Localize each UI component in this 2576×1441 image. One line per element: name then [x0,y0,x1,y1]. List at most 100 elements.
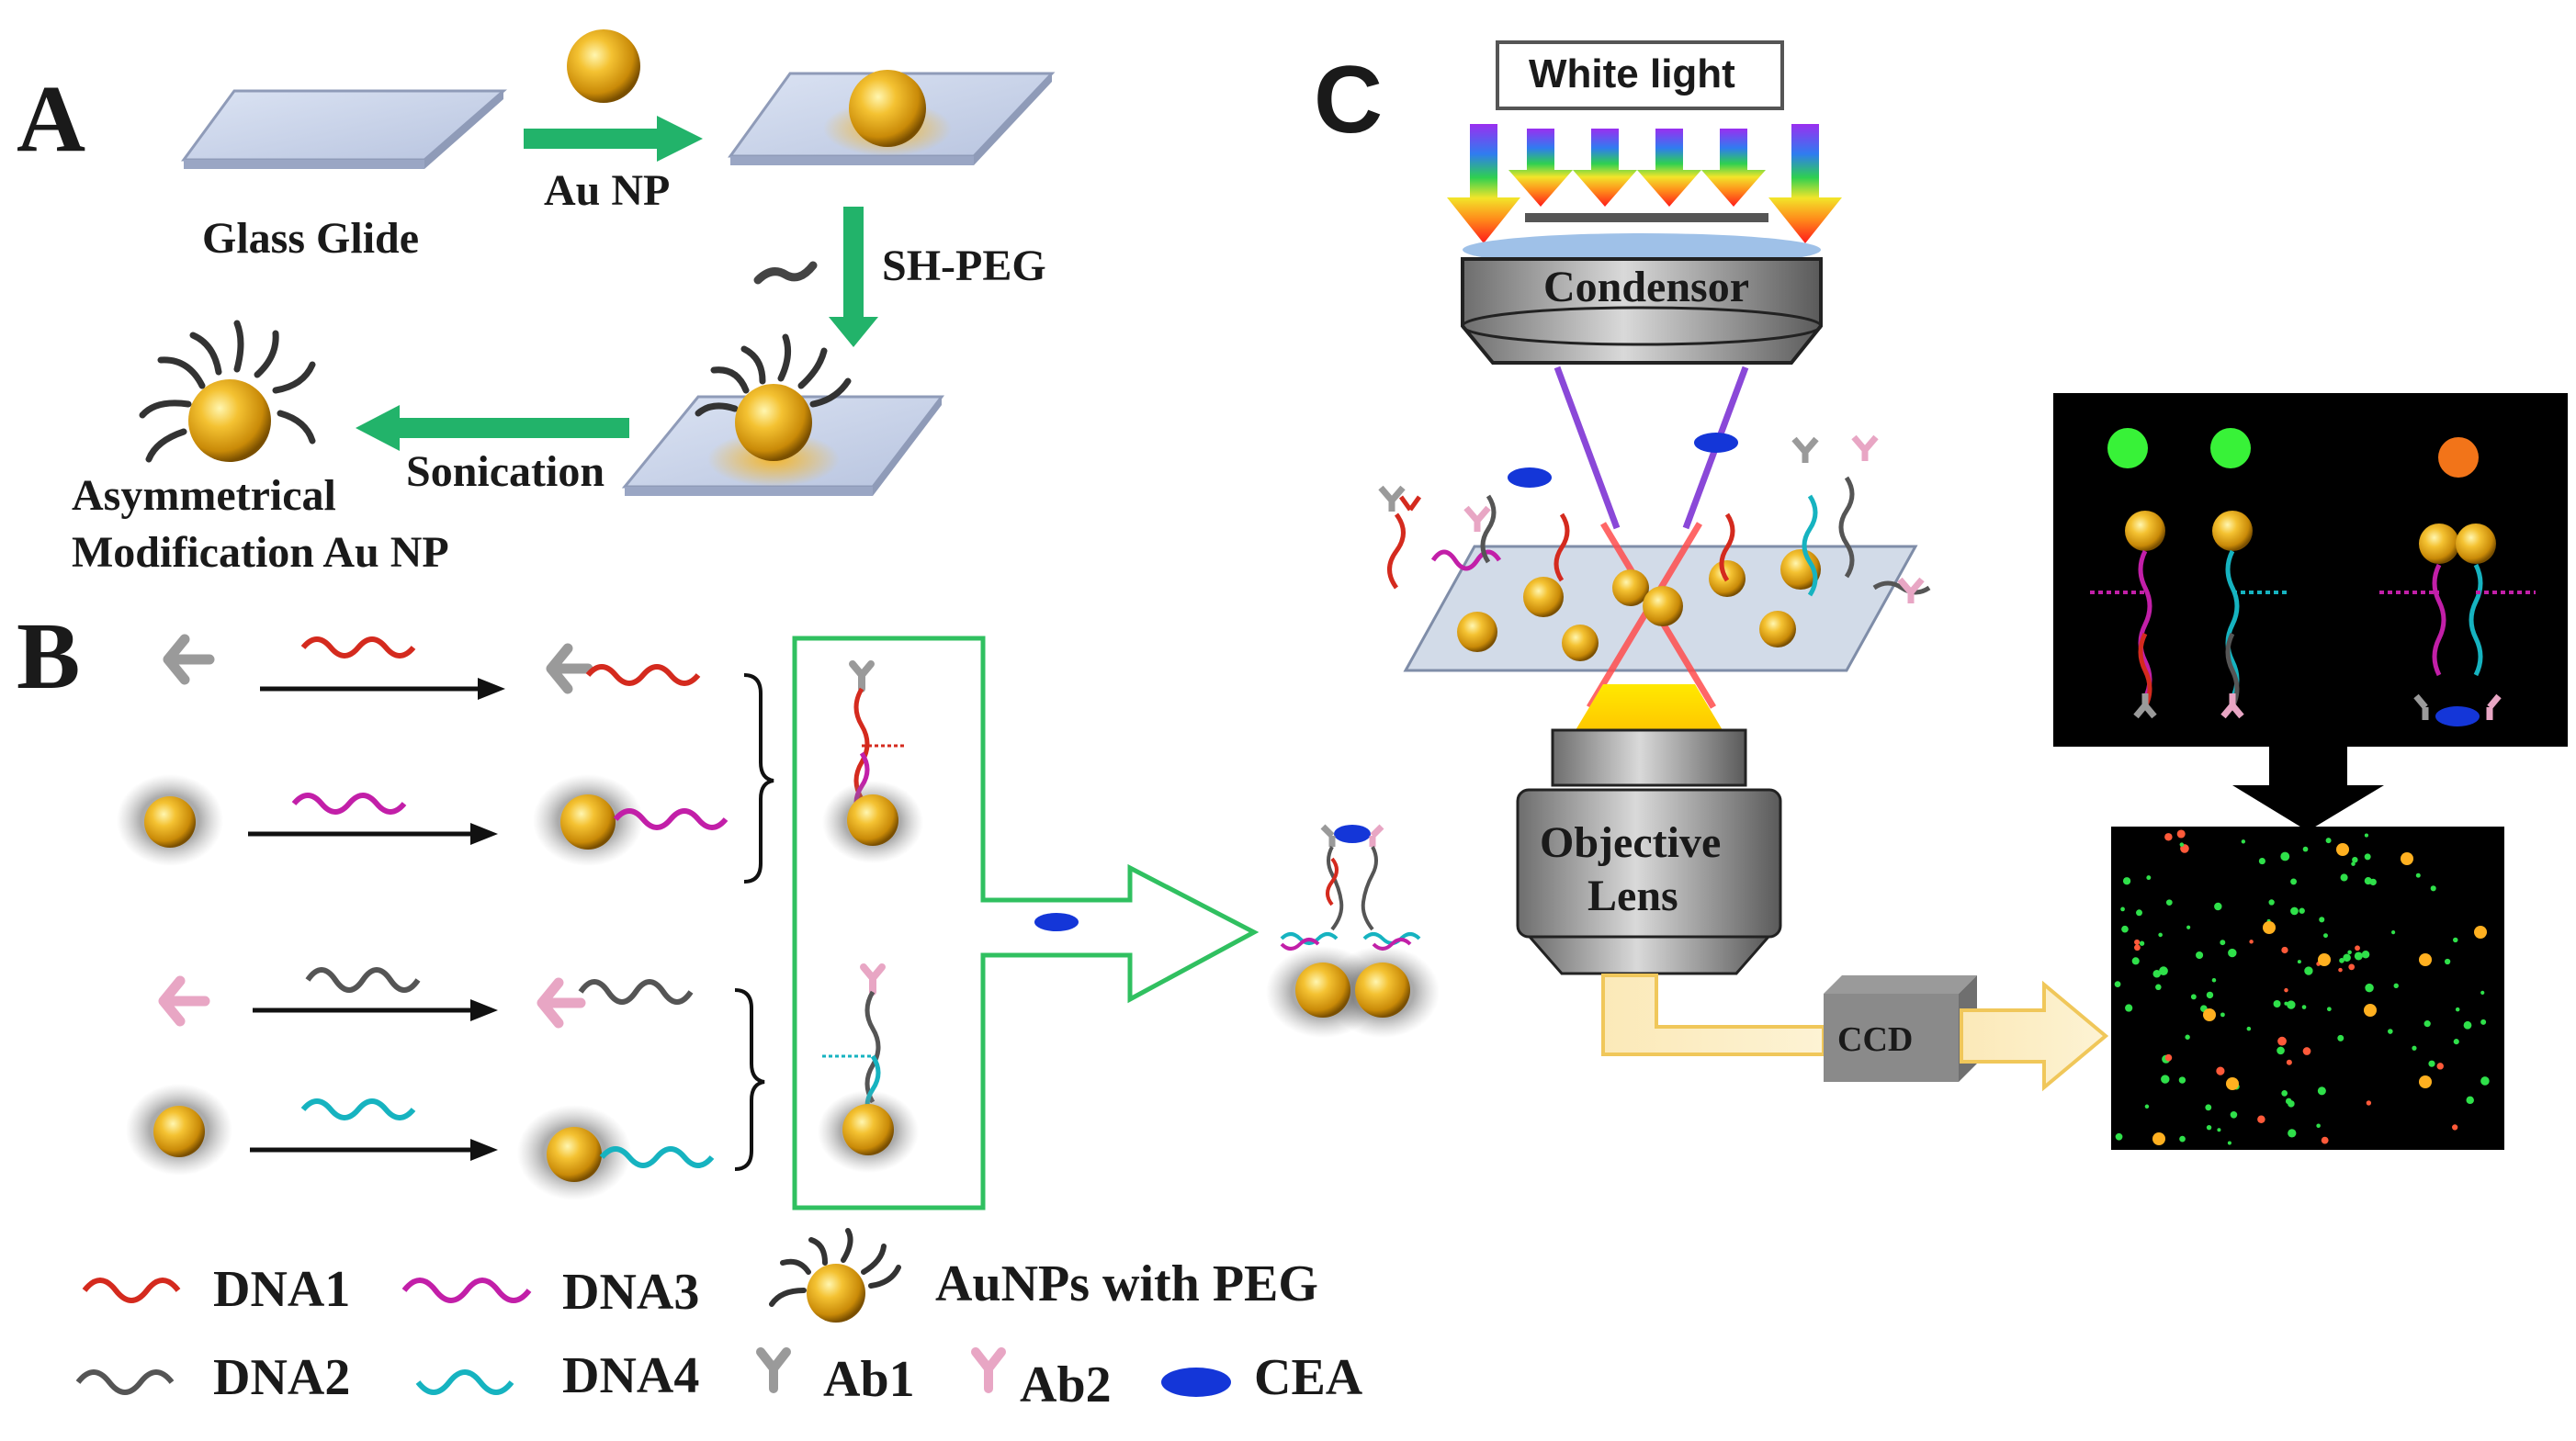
micrograph-spot [2430,885,2436,892]
ab2-dna2-conjugate [537,977,694,1029]
micrograph-spot [2364,877,2372,885]
micrograph-spot-bright [2263,921,2276,934]
micrograph-spot [2326,1007,2332,1012]
micrograph-spot [2178,1076,2186,1084]
assembly-arrow-frame [792,636,1260,1210]
glass-slide [181,89,508,162]
sandwich-complex [1266,824,1440,1038]
cea-icon [1034,913,1079,931]
peg-nanoparticle-icon [126,1084,232,1176]
micrograph-spot [2230,1111,2238,1119]
micrograph-spot [2316,1123,2321,1129]
micrograph-spot [2302,1047,2311,1055]
objective-lens [1516,728,1782,975]
micrograph-spot [2131,957,2140,965]
micrograph-spot [2179,842,2185,847]
micrograph-spot [2480,1076,2490,1086]
result-label-line1: Asymmetrical [72,471,336,520]
micrograph-spot [2338,967,2343,973]
peg-modified-nanoparticle [695,333,852,461]
micrograph-spot [2179,1135,2186,1143]
micrograph-spot [2241,839,2246,844]
micrograph-spot [2364,833,2368,838]
micrograph-spot [2343,953,2351,963]
peg-chain-icon [753,261,818,285]
micrograph-spot [2288,1129,2297,1138]
light-arrows [1447,124,1842,243]
arrow-icon [260,678,505,700]
condensor-label: Condensor [1543,263,1750,311]
micrograph-spot-bright [2226,1077,2239,1090]
micrograph-spot [2436,1063,2444,1070]
micrograph-spot [2325,838,2332,844]
gold-nanoparticle-icon [849,70,926,147]
micrograph-spot [2480,1019,2487,1025]
probe-ab2-dna2-dna4 [818,963,919,1173]
micrograph-spot [2176,829,2186,839]
micrograph-spot [2161,1075,2170,1084]
asymmetric-nanoparticle [139,320,316,463]
aperture-bar [1525,213,1768,222]
micrograph-spot [2340,873,2348,882]
micrograph-spot [2287,1000,2296,1009]
micrograph-spot [2393,983,2399,989]
arrow-right-icon [524,116,703,162]
ccd-camera [1824,975,1977,1082]
micrograph-spot [2164,1053,2173,1062]
white-light-label: White light [1529,51,1735,96]
ab2-icon [158,975,210,1027]
legend-aunp-label: AuNPs with PEG [935,1255,1318,1312]
micrograph-spot [2134,944,2141,951]
legend-ab2-label: Ab2 [1020,1357,1112,1413]
sonication-label: Sonication [406,447,605,496]
panel-label-b: B [17,603,81,709]
aunp-dna4-conjugate [517,1105,715,1200]
micrograph-spot-bright [2336,843,2349,856]
legend-dna2-icon [75,1369,175,1395]
micrograph-spot [2388,1029,2393,1034]
micrograph-spot [2355,945,2360,951]
legend-dna3-label: DNA3 [562,1264,700,1321]
micrograph-spot [2164,833,2173,841]
dna4-strand-icon [300,1098,416,1120]
micrograph-spot [2321,1136,2329,1144]
darkfield-micrograph [2111,827,2504,1150]
inset-probes [2090,428,2536,726]
gold-nanoparticle-icon [567,29,640,103]
micrograph-spot [2281,946,2288,954]
micrograph-spot [2361,951,2370,959]
micrograph-spot [2257,1115,2265,1124]
micrograph-spot [2297,960,2301,964]
micrograph-spot [2190,994,2197,1000]
legend-dna3-icon [401,1278,532,1303]
micrograph-spot [2220,1012,2225,1018]
micrograph-spot [2114,981,2121,988]
micrograph-spot [2258,858,2265,865]
micrograph-spot [2120,906,2125,912]
micrograph-spot [2347,950,2352,955]
sh-peg-label: SH-PEG [882,242,1046,290]
micrograph-spot [2444,958,2451,965]
micrograph-spot [2280,851,2290,861]
micrograph-spot [2205,1104,2212,1111]
micrograph-spot-bright [2203,1008,2216,1021]
legend-dna4-label: DNA4 [562,1347,700,1404]
arrow-to-image-icon [1960,980,2109,1092]
sample-particles [1378,433,1931,661]
micrograph-spot [2319,917,2325,923]
panel-b [117,634,1440,1210]
micrograph-spot [2466,1096,2474,1105]
micrograph-spot [2121,925,2129,933]
micrograph-spot [2228,948,2237,958]
micrograph-spots [2114,829,2490,1145]
micrograph-spot [2155,984,2162,991]
micrograph-spot [2152,969,2162,978]
micrograph-spot [2299,907,2305,914]
micrograph-spot [2220,940,2226,946]
legend-aunp-icon [769,1228,901,1323]
micrograph-spot [2134,939,2141,945]
micrograph-spot [2304,966,2313,975]
white-light-box [1496,40,1784,110]
micrograph-spot [2302,846,2309,852]
micrograph-spot [2348,963,2356,971]
